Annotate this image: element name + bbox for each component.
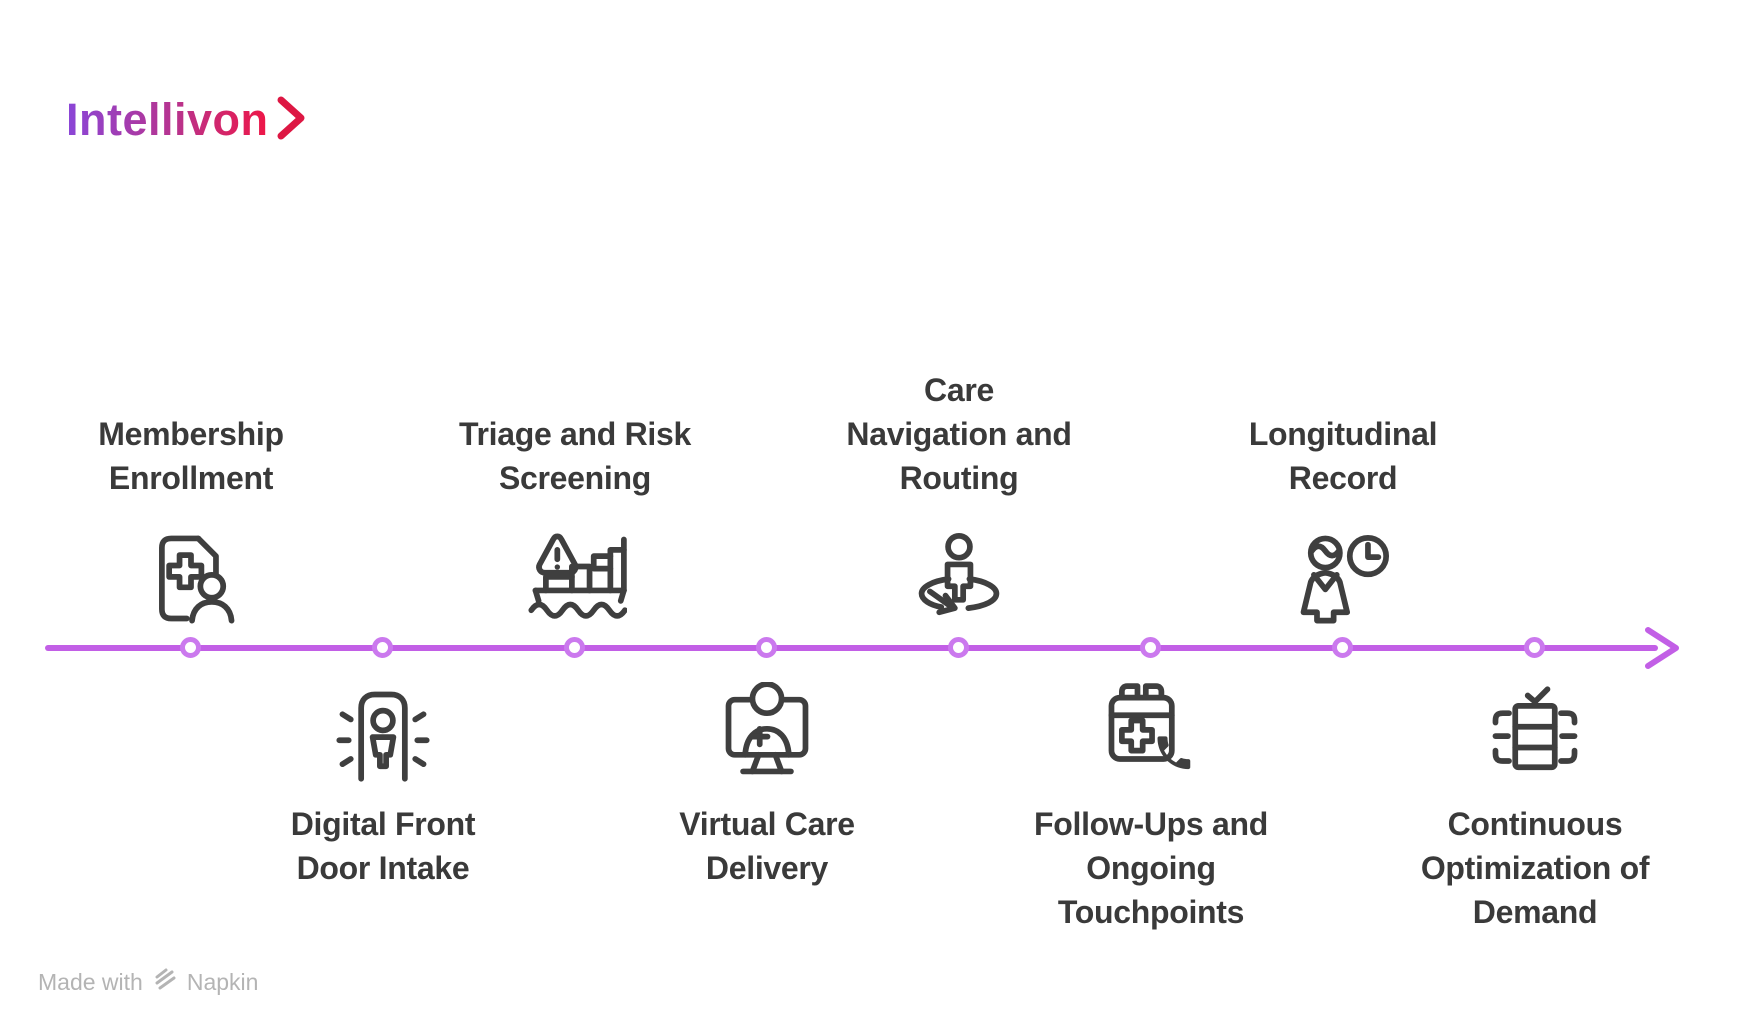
logo-chevron-icon: [277, 96, 307, 145]
timeline-node-5: [948, 637, 969, 658]
arrow-right-icon: [1644, 626, 1684, 675]
milestone-label-membership-enrollment: Membership Enrollment: [98, 416, 284, 496]
timeline-node-2: [372, 637, 393, 658]
timeline-node-1: [180, 637, 201, 658]
timeline-node-3: [564, 637, 585, 658]
made-with-text: Made with: [38, 968, 143, 995]
telehealth-monitor-icon: [715, 682, 819, 786]
calendar-phone-icon: [1099, 682, 1203, 786]
stack-checkmark-icon: [1483, 682, 1587, 786]
entry-scanner-person-icon: [331, 682, 435, 786]
made-with-napkin: Made with Napkin: [38, 966, 258, 998]
logo-wordmark: Intellivon: [66, 94, 269, 145]
cargo-ship-warning-icon: [523, 527, 627, 631]
timeline-node-6: [1140, 637, 1161, 658]
milestone-label-care-navigation-routing: Care Navigation and Routing: [846, 372, 1072, 496]
napkin-brand-text: Napkin: [186, 968, 259, 995]
milestone-label-triage-risk-screening: Triage and Risk Screening: [458, 416, 692, 496]
timeline-node-4: [756, 637, 777, 658]
milestone-label-follow-ups-touchpoints: Follow-Ups and Ongoing Touchpoints: [1033, 806, 1268, 930]
napkin-logo-icon: [152, 966, 178, 998]
person-routing-arrow-icon: [907, 527, 1011, 631]
timeline-line: [45, 645, 1658, 651]
timeline-node-7: [1332, 637, 1353, 658]
caregiver-clock-icon: [1291, 527, 1395, 631]
milestone-label-continuous-optimization: Continuous Optimization of Demand: [1420, 806, 1650, 930]
intellivon-logo: Intellivon: [66, 94, 307, 146]
milestone-label-digital-front-door-intake: Digital Front Door Intake: [290, 806, 476, 886]
milestone-label-virtual-care-delivery: Virtual Care Delivery: [679, 806, 855, 886]
timeline-node-8: [1524, 637, 1545, 658]
milestone-label-longitudinal-record: Longitudinal Record: [1248, 416, 1438, 496]
medical-document-person-icon: [139, 527, 243, 631]
